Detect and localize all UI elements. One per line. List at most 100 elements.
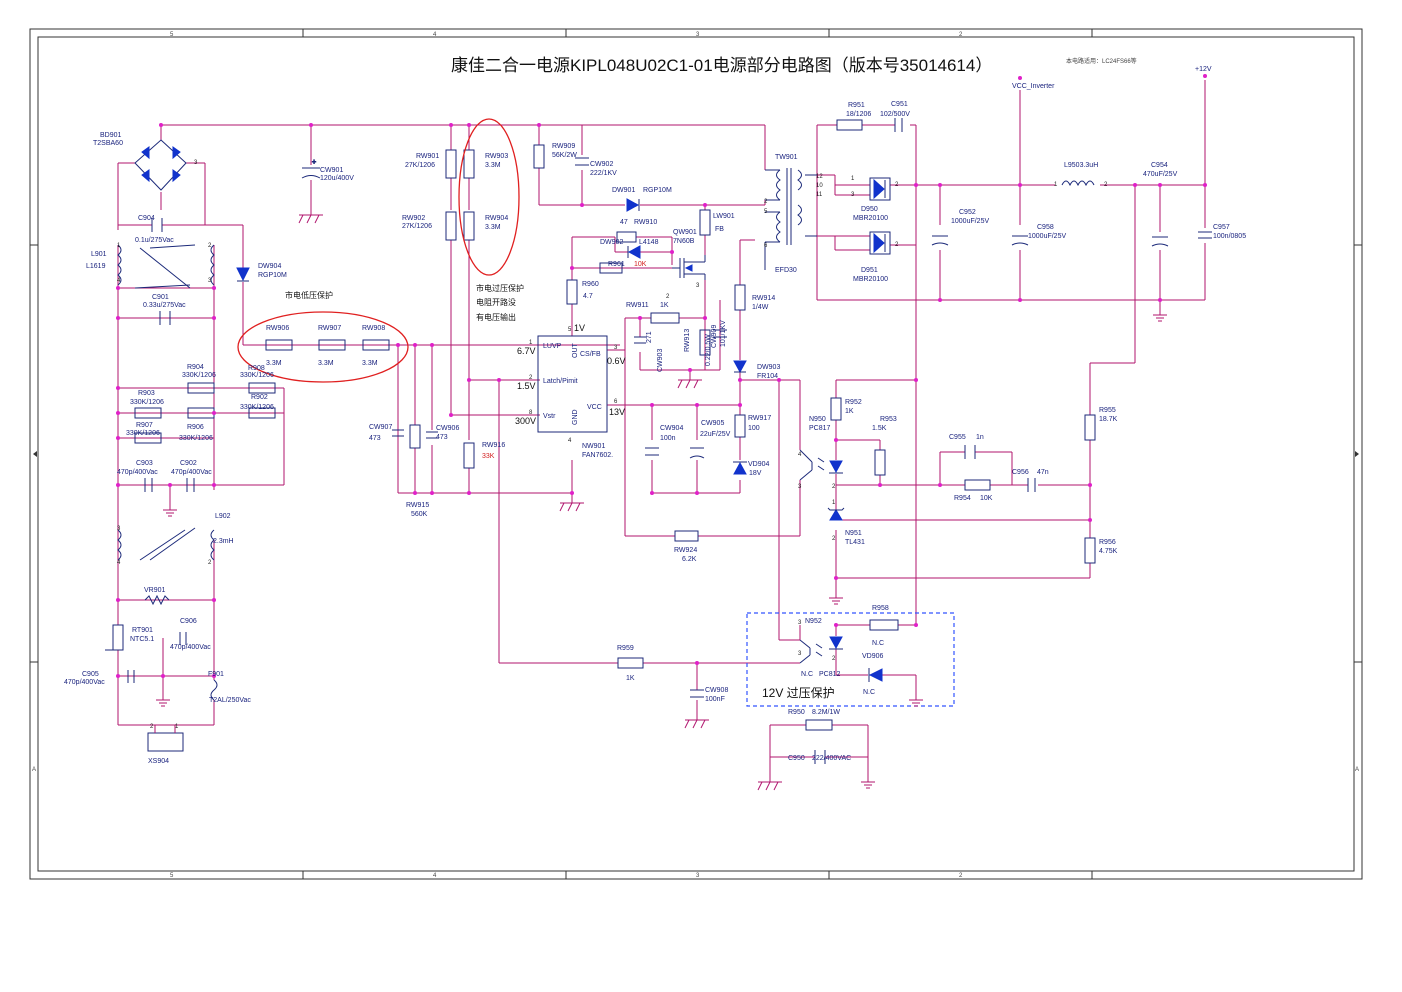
- capacitor-c905: [127, 670, 135, 683]
- svg-text:3: 3: [798, 484, 802, 490]
- svg-text:2: 2: [208, 243, 212, 249]
- svg-text:4: 4: [798, 452, 802, 458]
- svg-text:5: 5: [764, 209, 768, 215]
- resistor-rw909: [533, 144, 545, 169]
- svg-text:12: 12: [816, 174, 823, 180]
- svg-text:0.1u/275Vac: 0.1u/275Vac: [135, 237, 174, 244]
- capacitor-c904: [151, 218, 163, 232]
- svg-text:R908: R908: [248, 365, 265, 372]
- svg-text:0.33u/275Vac: 0.33u/275Vac: [143, 302, 186, 309]
- svg-text:330K/1206: 330K/1206: [240, 404, 274, 411]
- svg-text:7N60B: 7N60B: [673, 238, 695, 245]
- capacitor-c901: [159, 311, 171, 325]
- resistor-r959: [617, 657, 644, 669]
- svg-text:3: 3: [696, 283, 700, 289]
- resistor-rw904: [463, 211, 475, 241]
- svg-text:18.7K: 18.7K: [1099, 416, 1118, 423]
- capacitor-c952: [931, 235, 949, 246]
- svg-text:R959: R959: [617, 645, 634, 652]
- resistor-r960: [566, 279, 578, 305]
- svg-text:C902: C902: [180, 460, 197, 467]
- svg-text:3.3M: 3.3M: [362, 360, 378, 367]
- capacitor-c958: [1011, 235, 1029, 246]
- svg-text:MBR20100: MBR20100: [853, 276, 888, 283]
- svg-text:FR104: FR104: [757, 373, 778, 380]
- svg-text:DW903: DW903: [757, 364, 780, 371]
- svg-text:100n: 100n: [660, 435, 676, 442]
- svg-text:R953: R953: [880, 416, 897, 423]
- svg-text:3: 3: [208, 278, 212, 284]
- svg-text:N.C: N.C: [863, 689, 875, 696]
- ground-symbols: [156, 214, 1167, 791]
- svg-text:T2SBA60: T2SBA60: [93, 140, 123, 147]
- svg-text:RW915: RW915: [406, 502, 429, 509]
- resistor-rw915: [409, 424, 421, 449]
- svg-text:F901: F901: [208, 671, 224, 678]
- svg-text:2: 2: [764, 199, 768, 205]
- svg-text:DW901: DW901: [612, 187, 635, 194]
- svg-text:3: 3: [614, 345, 618, 351]
- resistor-r950: [805, 719, 833, 731]
- inductor-l950: [1061, 180, 1095, 187]
- zener-vd906: [868, 668, 883, 682]
- capacitor-cw901: +: [301, 159, 321, 179]
- svg-text:PC812: PC812: [819, 671, 841, 678]
- frame-arrow-left: [33, 451, 37, 457]
- svg-text:C957: C957: [1213, 224, 1230, 231]
- svg-text:120u/400V: 120u/400V: [320, 175, 354, 182]
- svg-text:101/1KV: 101/1KV: [720, 320, 727, 347]
- svg-text:6: 6: [764, 243, 768, 249]
- svg-text:LUVP: LUVP: [543, 343, 562, 350]
- capacitor-c902: [186, 478, 195, 492]
- svg-text:N952: N952: [805, 618, 822, 625]
- svg-text:3.3M: 3.3M: [318, 360, 334, 367]
- svg-text:C954: C954: [1151, 162, 1168, 169]
- svg-text:RW913: RW913: [684, 329, 691, 352]
- svg-text:2: 2: [1104, 182, 1108, 188]
- svg-text:330K/1206: 330K/1206: [182, 372, 216, 379]
- svg-text:470p/400Vac: 470p/400Vac: [64, 679, 105, 686]
- svg-text:C951: C951: [891, 101, 908, 108]
- svg-text:VD906: VD906: [862, 653, 884, 660]
- svg-text:L4148: L4148: [639, 239, 659, 246]
- svg-text:RGP10M: RGP10M: [643, 187, 672, 194]
- resistor-rw913: [699, 329, 711, 356]
- svg-text:1: 1: [832, 500, 836, 506]
- svg-text:12V 过压保护: 12V 过压保护: [762, 686, 835, 700]
- svg-text:1: 1: [117, 243, 121, 249]
- svg-text:222/400VAC: 222/400VAC: [812, 755, 851, 762]
- svg-text:N.C: N.C: [872, 640, 884, 647]
- svg-text:VCC: VCC: [587, 404, 602, 411]
- resistor-rw924: [674, 530, 699, 542]
- resistor-r956: [1084, 537, 1096, 564]
- svg-text:2: 2: [832, 484, 836, 490]
- svg-text:330K/1206: 330K/1206: [130, 399, 164, 406]
- inner-frame: [37, 36, 1355, 872]
- svg-text:RGP10M: RGP10M: [258, 272, 287, 279]
- svg-text:1: 1: [175, 724, 179, 730]
- svg-text:R956: R956: [1099, 539, 1116, 546]
- resistor-rw902: [445, 211, 457, 241]
- svg-text:XS904: XS904: [148, 758, 169, 765]
- svg-text:T2AL/250Vac: T2AL/250Vac: [209, 697, 251, 704]
- svg-text:4: 4: [568, 438, 572, 444]
- svg-text:2: 2: [529, 375, 533, 381]
- shunt-regulator-n951: [827, 507, 845, 521]
- svg-text:R952: R952: [845, 399, 862, 406]
- resistor-r902: [248, 407, 276, 419]
- svg-text:RW911: RW911: [626, 302, 649, 309]
- svg-text:4.7: 4.7: [583, 293, 593, 300]
- svg-text:102/500V: 102/500V: [880, 111, 910, 118]
- resistor-rw908: [362, 339, 390, 351]
- svg-text:1V: 1V: [574, 323, 585, 333]
- svg-text:RW907: RW907: [318, 325, 341, 332]
- svg-text:C901: C901: [152, 294, 169, 301]
- svg-text:D950: D950: [861, 206, 878, 213]
- svg-text:TW901: TW901: [775, 154, 798, 161]
- svg-text:100n/0805: 100n/0805: [1213, 233, 1246, 240]
- frame-num-bottom-2: 4: [433, 873, 437, 879]
- svg-text:271: 271: [646, 331, 653, 343]
- zener-vd904: [733, 461, 747, 475]
- svg-text:L901: L901: [91, 251, 107, 258]
